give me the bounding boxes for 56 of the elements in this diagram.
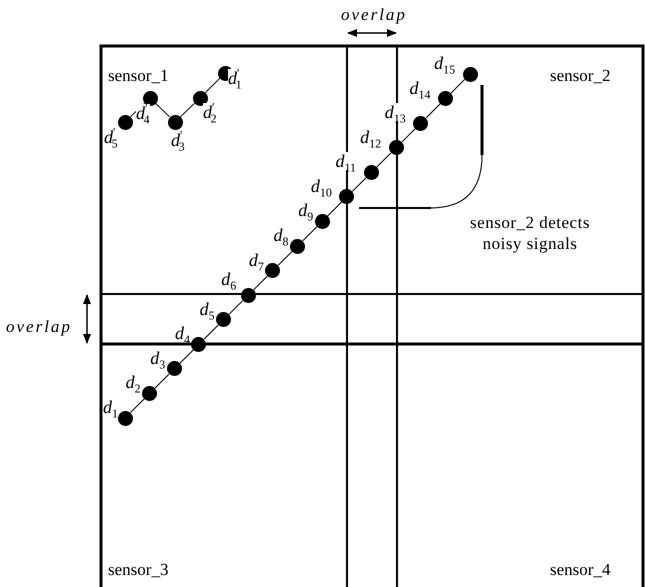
connector-line <box>352 177 367 192</box>
dot <box>339 189 354 204</box>
point-label: d$_{3}$ <box>150 348 166 367</box>
dot <box>168 114 182 130</box>
connector-line <box>302 226 318 242</box>
point-label: d$_{2}$ <box>126 373 141 392</box>
dot <box>118 410 132 426</box>
point-label: d$_{15}$ <box>434 54 456 72</box>
dot <box>192 90 208 106</box>
dot <box>413 116 428 131</box>
dimension-label: overlap <box>6 318 72 335</box>
dot <box>240 288 256 303</box>
region-label: sensor_1 <box>108 67 168 84</box>
point-label: d$_{14}$ <box>409 78 430 97</box>
dot <box>166 361 182 376</box>
connector-line <box>426 103 441 118</box>
connector-line <box>253 275 268 290</box>
dot <box>142 386 158 401</box>
dot <box>118 114 132 130</box>
point-label: d$_{8}$ <box>274 226 289 244</box>
connector-line <box>130 102 146 118</box>
region-label: sensor_3 <box>108 561 168 578</box>
connector-line <box>179 349 194 364</box>
connector-line <box>154 102 170 118</box>
dot <box>438 91 453 106</box>
connector-line <box>204 324 219 340</box>
connector-line <box>130 398 145 414</box>
dot <box>265 263 280 278</box>
dot <box>216 312 232 328</box>
dot <box>388 140 404 156</box>
dot <box>290 238 306 254</box>
dot <box>314 214 330 229</box>
connector-line <box>180 102 196 118</box>
dimension-label: overlap <box>341 6 407 23</box>
dot <box>462 66 478 82</box>
dot <box>142 90 158 106</box>
connector-line <box>278 250 293 266</box>
connector-line <box>450 78 466 94</box>
point-label: d$_{10}$ <box>310 176 332 195</box>
point-label: d$_{9}$ <box>298 201 314 220</box>
connector-line <box>154 374 170 389</box>
connector-line <box>400 128 416 143</box>
point-label: d$_{12}$ <box>360 128 382 146</box>
region-label: sensor_4 <box>550 561 610 578</box>
connector-line <box>204 78 220 94</box>
region-label: sensor_2 <box>550 67 610 84</box>
point-label: d$_{1}$ <box>103 398 118 416</box>
dot <box>191 336 206 352</box>
connector-line <box>327 202 342 217</box>
connector-line <box>228 300 244 315</box>
dot <box>364 164 379 180</box>
annotation: sensor_2 detects noisy signals <box>469 212 591 254</box>
point-label: d$_{6}$ <box>221 270 236 288</box>
point-label: d$_{5}$ <box>200 300 215 318</box>
point-label: d$_{7}$ <box>248 250 264 269</box>
connector-line <box>376 152 392 168</box>
